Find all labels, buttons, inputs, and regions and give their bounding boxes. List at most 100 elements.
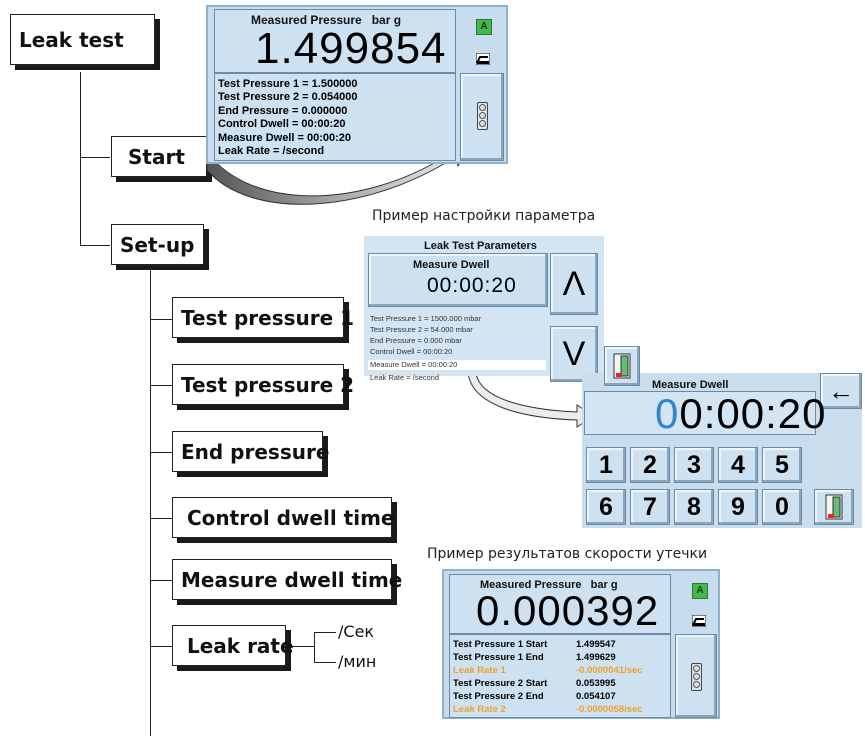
dwell-value-display: 00:00:20 — [584, 390, 825, 437]
results-example-caption: Пример результатов скорости утечки — [427, 546, 708, 562]
leak-test-label: Leak test — [19, 27, 124, 52]
end-pressure-box[interactable]: End pressure — [172, 431, 329, 472]
param-line-6: Leak Rate = /second — [370, 373, 440, 382]
result-row-5-value: 0.054107 — [576, 691, 616, 702]
measure-dwell-field[interactable]: Measure Dwell 00:00:20 — [368, 253, 548, 307]
param-line-3: End Pressure = 0.000 mbar — [370, 336, 462, 345]
key-9-label: 9 — [731, 492, 745, 521]
key-5-label: 5 — [775, 450, 789, 479]
up-button[interactable]: Λ — [550, 253, 598, 315]
run-test-button[interactable] — [460, 73, 504, 161]
setup-example-caption: Пример настройки параметра — [372, 208, 596, 224]
key-6[interactable]: 6 — [586, 489, 626, 525]
leak-test-box[interactable]: Leak test — [10, 14, 155, 65]
test-pressure-2-box[interactable]: Test pressure 2 — [172, 364, 354, 405]
key-9[interactable]: 9 — [718, 489, 758, 525]
results-pressure-value: 0.000392 — [476, 587, 660, 634]
branch-6 — [150, 646, 172, 647]
branch-1 — [150, 319, 172, 320]
start-info-line-4: Control Dwell = 00:00:20 — [218, 118, 346, 130]
units-bottom — [314, 662, 336, 663]
start-info-line-1: Test Pressure 1 = 1.500000 — [218, 78, 358, 90]
measure-dwell-time-label: Measure dwell time — [181, 567, 403, 592]
setup-box[interactable]: Set-up — [111, 224, 204, 265]
results-auto-badge: A — [692, 583, 708, 599]
key-1-label: 1 — [599, 450, 613, 479]
units-vertical — [314, 632, 315, 662]
backspace-arrow-icon: ← — [828, 375, 854, 406]
leak-rate-box[interactable]: Leak rate — [172, 625, 294, 666]
results-run-button[interactable] — [675, 634, 717, 718]
start-info-panel: Test Pressure 1 = 1.500000 Test Pressure… — [214, 73, 456, 161]
dwell-value-rest: 0:00:20 — [679, 390, 827, 437]
range-icon — [476, 53, 490, 65]
result-row-3-label: Leak Rate 1 — [453, 665, 506, 676]
backspace-button[interactable]: ← — [820, 373, 862, 409]
param-line-2: Test Pressure 2 = 54.000 mbar — [370, 325, 473, 334]
key-7[interactable]: 7 — [630, 489, 670, 525]
key-3-label: 3 — [687, 450, 701, 479]
tree-branch-start — [80, 157, 110, 158]
param-line-5-selected[interactable]: Measure Dwell = 00:00:20 — [368, 360, 546, 370]
pressure-display: Measured Pressure bar g 1.499854 — [214, 9, 456, 73]
start-screen: Measured Pressure bar g 1.499854 A Test … — [206, 5, 508, 164]
key-2[interactable]: 2 — [630, 447, 670, 483]
exit-button[interactable] — [814, 489, 854, 525]
test-pressure-1-box[interactable]: Test pressure 1 — [172, 297, 354, 338]
start-box[interactable]: Start — [111, 136, 207, 177]
auto-badge: A — [476, 19, 492, 35]
test-pressure-1-label: Test pressure 1 — [181, 305, 355, 330]
setup-trunk-cut — [150, 260, 151, 735]
start-info-line-2: Test Pressure 2 = 0.054000 — [218, 91, 358, 103]
unit-per-second: /Сек — [338, 622, 375, 641]
start-info-line-5: Measure Dwell = 00:00:20 — [218, 132, 351, 144]
down-button[interactable]: V — [550, 326, 598, 382]
result-row-6-value: -0.0000058/sec — [576, 704, 643, 715]
measure-dwell-keypad-screen: Measure Dwell ← 00:00:20 1 2 3 4 5 6 7 8… — [582, 346, 862, 528]
result-row-6-label: Leak Rate 2 — [453, 704, 506, 715]
field-value: 00:00:20 — [427, 274, 517, 297]
parameters-title: Leak Test Parameters — [424, 240, 537, 252]
results-traffic-light-icon — [691, 663, 702, 691]
param-line-4: Control Dwell = 00:00:20 — [370, 347, 453, 356]
key-3[interactable]: 3 — [674, 447, 714, 483]
results-pressure-title: Measured Pressure bar g — [480, 579, 618, 591]
down-arrow-icon: V — [562, 334, 586, 373]
result-row-3-value: -0.0000041/sec — [576, 665, 643, 676]
dwell-value: 00:00:20 — [655, 390, 827, 438]
traffic-light-icon — [477, 102, 488, 130]
key-6-label: 6 — [599, 492, 613, 521]
results-screen: Measured Pressure bar g 0.000392 A Test … — [442, 569, 720, 719]
results-pressure-display: Measured Pressure bar g 0.000392 — [449, 574, 671, 634]
leak-test-parameters-screen: Leak Test Parameters Measure Dwell 00:00… — [364, 236, 604, 382]
exit-button-top[interactable] — [604, 346, 640, 386]
result-row-2-label: Test Pressure 1 End — [453, 652, 544, 663]
key-1[interactable]: 1 — [586, 447, 626, 483]
setup-label: Set-up — [120, 232, 195, 257]
key-0[interactable]: 0 — [762, 489, 802, 525]
unit-per-minute: /мин — [338, 652, 377, 671]
branch-5 — [150, 580, 172, 581]
start-info-line-6: Leak Rate = /second — [218, 145, 325, 157]
result-row-5-label: Test Pressure 2 End — [453, 691, 544, 702]
control-dwell-time-box[interactable]: Control dwell time — [172, 497, 395, 538]
control-dwell-time-label: Control dwell time — [187, 505, 395, 530]
key-5[interactable]: 5 — [762, 447, 802, 483]
key-0-label: 0 — [775, 492, 789, 521]
result-row-4-label: Test Pressure 2 Start — [453, 678, 548, 689]
pressure-value: 1.499854 — [255, 24, 447, 73]
branch-3 — [150, 452, 172, 453]
pressure-title: Measured Pressure bar g — [251, 13, 402, 27]
test-pressure-2-label: Test pressure 2 — [181, 372, 355, 397]
tree-branch-setup — [80, 245, 110, 246]
key-4[interactable]: 4 — [718, 447, 758, 483]
key-8[interactable]: 8 — [674, 489, 714, 525]
leak-rate-label: Leak rate — [187, 633, 294, 658]
results-info-panel: Test Pressure 1 Start 1.499547 Test Pres… — [449, 634, 671, 718]
measure-dwell-time-box[interactable]: Measure dwell time — [172, 559, 402, 600]
branch-4 — [150, 518, 172, 519]
end-pressure-label: End pressure — [181, 439, 330, 464]
exit-door-icon — [825, 494, 843, 520]
tree-trunk — [80, 72, 81, 246]
key-2-label: 2 — [643, 450, 657, 479]
